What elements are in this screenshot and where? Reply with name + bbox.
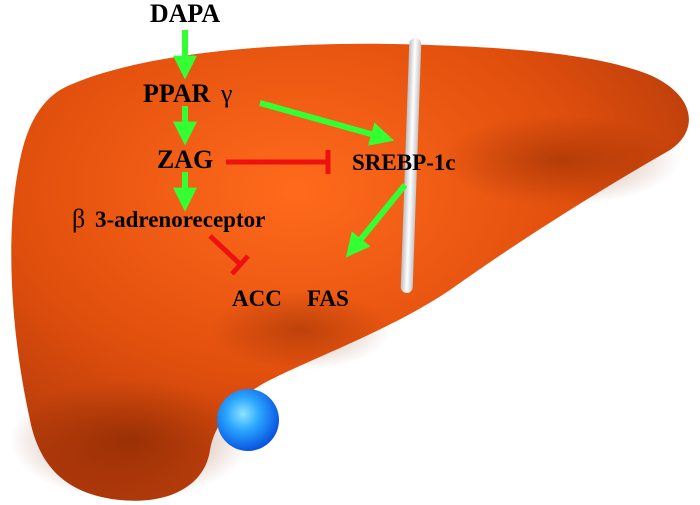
liver-shadow-center [210, 290, 390, 370]
beta-symbol: β [72, 204, 85, 233]
edge-ppar-srebp [259, 100, 395, 146]
node-acc: ACC [232, 286, 282, 311]
liver-shadow-lower [10, 380, 250, 500]
edge-zag-srebp [226, 150, 331, 174]
ppar-label: PPAR [143, 79, 211, 108]
node-zag: ZAG [157, 145, 213, 174]
node-fas: FAS [307, 286, 349, 311]
activation-arrows [173, 30, 408, 258]
edge-srebp-fas [345, 183, 408, 258]
liver-shadow-right [440, 115, 680, 205]
gamma-symbol: γ [220, 79, 233, 108]
node-beta3-adrenoreceptor: β 3-adrenoreceptor [72, 204, 265, 233]
falciform-ligament [400, 38, 422, 293]
liver-illustration [10, 38, 689, 501]
node-srebp-1c: SREBP-1c [352, 150, 456, 175]
node-ppar-gamma: PPAR γ [143, 79, 232, 108]
gallbladder [217, 389, 279, 451]
beta3-label: 3-adrenoreceptor [95, 207, 265, 232]
node-labels: DAPA PPAR γ ZAG β 3-adrenoreceptor SREBP… [72, 0, 456, 311]
edge-beta3-acc [208, 234, 250, 276]
inhibition-arrows [208, 150, 331, 276]
node-dapa: DAPA [150, 0, 221, 28]
